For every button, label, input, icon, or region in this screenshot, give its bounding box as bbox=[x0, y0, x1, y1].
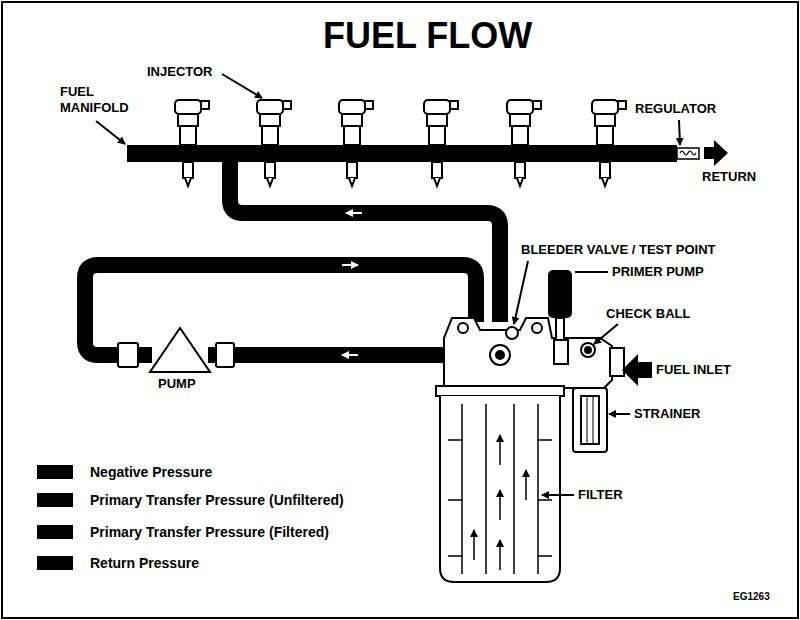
part-label: FILTER bbox=[578, 487, 623, 503]
regulator-symbol bbox=[677, 140, 728, 166]
pump-symbol bbox=[118, 328, 234, 372]
part-label: REGULATOR bbox=[635, 101, 716, 117]
legend-swatch bbox=[37, 465, 73, 479]
filter-head bbox=[444, 318, 624, 388]
part-label: FUEL INLET bbox=[656, 362, 731, 378]
part-label: RETURN bbox=[702, 169, 756, 185]
part-label: CHECK BALL bbox=[606, 306, 691, 322]
primer-pump bbox=[548, 270, 572, 318]
flow-arrows bbox=[342, 213, 362, 355]
legend-text: Return Pressure bbox=[90, 554, 199, 572]
filter-canister bbox=[436, 386, 564, 582]
part-label: STRAINER bbox=[634, 406, 700, 422]
legend-text: Negative Pressure bbox=[90, 463, 212, 481]
fuel-lines bbox=[85, 160, 500, 355]
legend-swatch bbox=[37, 525, 73, 539]
part-label: EG1263 bbox=[733, 590, 770, 603]
legend-text: Primary Transfer Pressure (Unfiltered) bbox=[90, 491, 344, 509]
legend-swatch bbox=[37, 556, 73, 570]
part-label: FUEL MANIFOLD bbox=[60, 84, 140, 116]
diagram-title: FUEL FLOW bbox=[323, 16, 532, 56]
fuel-manifold bbox=[127, 145, 677, 162]
strainer bbox=[573, 388, 607, 452]
part-label: PRIMER PUMP bbox=[612, 264, 704, 280]
leader-lines bbox=[96, 74, 680, 495]
part-label: PUMP bbox=[158, 376, 196, 392]
primer-shaft bbox=[556, 318, 564, 340]
legend-swatch bbox=[37, 493, 73, 507]
part-label: INJECTOR bbox=[147, 64, 213, 80]
fuel-inlet-arrow bbox=[622, 354, 652, 386]
legend-text: Primary Transfer Pressure (Filtered) bbox=[90, 523, 329, 541]
part-label: BLEEDER VALVE / TEST POINT bbox=[521, 242, 716, 258]
injectors bbox=[175, 100, 626, 186]
